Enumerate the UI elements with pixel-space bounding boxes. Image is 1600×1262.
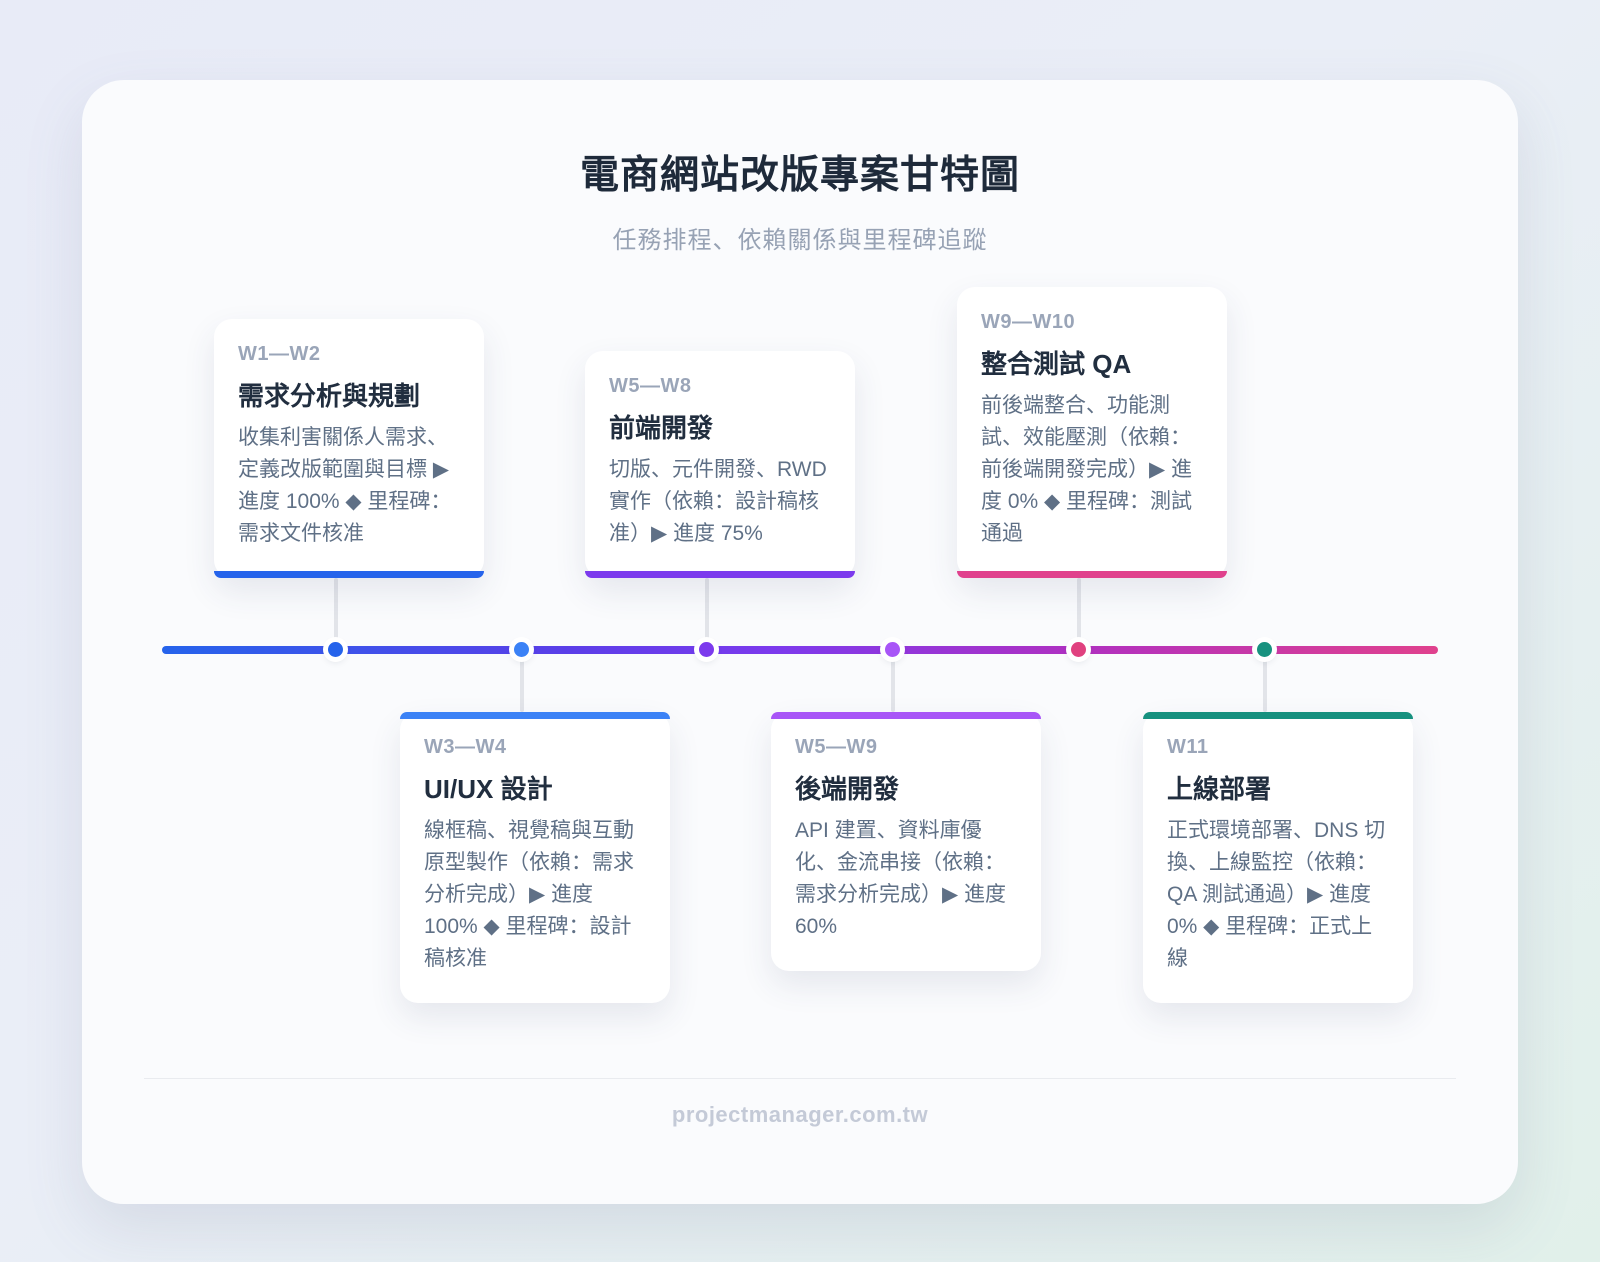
task-accent-bar <box>771 712 1041 719</box>
task-accent-bar <box>585 571 855 578</box>
timeline-dot <box>328 642 343 657</box>
task-title: 後端開發 <box>795 774 900 804</box>
task-description: API 建置、資料庫優化、金流串接（依賴：需求分析完成）▶ 進度 60% <box>795 819 1006 938</box>
task-description: 前後端整合、功能測試、效能壓測（依賴：前後端開發完成）▶ 進度 0% ◆ 里程碑… <box>981 394 1193 545</box>
task-description: 正式環境部署、DNS 切換、上線監控（依賴：QA 測試通過）▶ 進度 0% ◆ … <box>1167 819 1386 970</box>
task-title: UI/UX 設計 <box>424 774 553 804</box>
task-weeks-label: W9—W10 <box>981 311 1076 333</box>
page-title: 電商網站改版專案甘特圖 <box>579 154 1020 197</box>
task-card-deploy: W11 上線部署 正式環境部署、DNS 切換、上線監控（依賴：QA 測試通過）▶… <box>1143 712 1413 1003</box>
timeline-line <box>162 646 1438 654</box>
timeline-dot <box>514 642 529 657</box>
task-weeks-label: W3—W4 <box>424 736 507 758</box>
page-subtitle: 任務排程、依賴關係與里程碑追蹤 <box>612 227 988 254</box>
task-description: 收集利害關係人需求、定義改版範圍與目標 ▶ 進度 100% ◆ 里程碑：需求文件… <box>238 426 452 545</box>
task-title: 前端開發 <box>609 413 714 443</box>
connector-line <box>1263 650 1267 712</box>
task-accent-bar <box>1143 712 1413 719</box>
task-card-requirements: W1—W2 需求分析與規劃 收集利害關係人需求、定義改版範圍與目標 ▶ 進度 1… <box>214 319 484 578</box>
task-card-backend: W5—W9 後端開發 API 建置、資料庫優化、金流串接（依賴：需求分析完成）▶… <box>771 712 1041 971</box>
task-weeks-label: W5—W8 <box>609 375 692 397</box>
task-card-frontend: W5—W8 前端開發 切版、元件開發、RWD 實作（依賴：設計稿核准）▶ 進度 … <box>585 351 855 578</box>
connector-line <box>334 578 338 650</box>
task-weeks-label: W5—W9 <box>795 736 878 758</box>
timeline-dot <box>699 642 714 657</box>
task-card-uiux: W3—W4 UI/UX 設計 線框稿、視覺稿與互動原型製作（依賴：需求分析完成）… <box>400 712 670 1003</box>
task-title: 上線部署 <box>1167 774 1272 804</box>
timeline-dot <box>885 642 900 657</box>
task-card-qa: W9—W10 整合測試 QA 前後端整合、功能測試、效能壓測（依賴：前後端開發完… <box>957 287 1227 578</box>
task-description: 切版、元件開發、RWD 實作（依賴：設計稿核准）▶ 進度 75% <box>609 458 827 545</box>
main-panel: 電商網站改版專案甘特圖 任務排程、依賴關係與里程碑追蹤 W1—W2 需求分析與規… <box>82 80 1518 1204</box>
footer-divider <box>144 1078 1456 1079</box>
task-accent-bar <box>400 712 670 719</box>
task-title: 整合測試 QA <box>981 349 1132 379</box>
connector-line <box>705 578 709 650</box>
connector-line <box>520 650 524 712</box>
task-title: 需求分析與規劃 <box>238 381 421 411</box>
task-description: 線框稿、視覺稿與互動原型製作（依賴：需求分析完成）▶ 進度 100% ◆ 里程碑… <box>424 819 634 970</box>
task-weeks-label: W1—W2 <box>238 343 321 365</box>
site-footer-text: projectmanager.com.tw <box>671 1102 929 1127</box>
connector-line <box>891 650 895 712</box>
connector-line <box>1077 578 1081 650</box>
task-weeks-label: W11 <box>1167 736 1209 758</box>
timeline-dot <box>1071 642 1086 657</box>
task-accent-bar <box>214 571 484 578</box>
task-accent-bar <box>957 571 1227 578</box>
timeline-dot <box>1257 642 1272 657</box>
